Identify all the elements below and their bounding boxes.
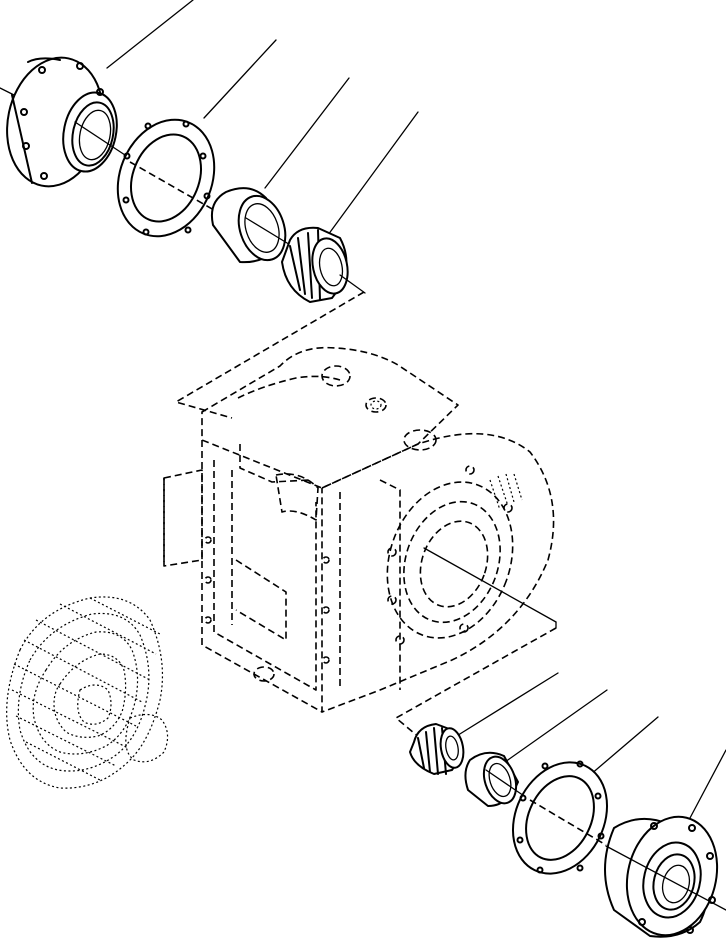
lower-bearing-cup xyxy=(464,751,531,807)
lower-assembly-axis xyxy=(395,627,557,739)
lower-bearing-cone xyxy=(409,723,465,775)
upper-shim xyxy=(116,118,216,238)
lower-shim xyxy=(511,760,609,875)
upper-bearing-cup xyxy=(210,187,293,264)
upper-bearing-cone xyxy=(281,226,366,303)
lower-flange-housing xyxy=(604,815,726,938)
differential-carrier-housing xyxy=(163,346,557,713)
upper-assembly-axis xyxy=(175,291,365,419)
differential-assembly xyxy=(6,596,169,789)
leader-lines xyxy=(0,0,726,819)
upper-flange-housing xyxy=(6,56,126,188)
